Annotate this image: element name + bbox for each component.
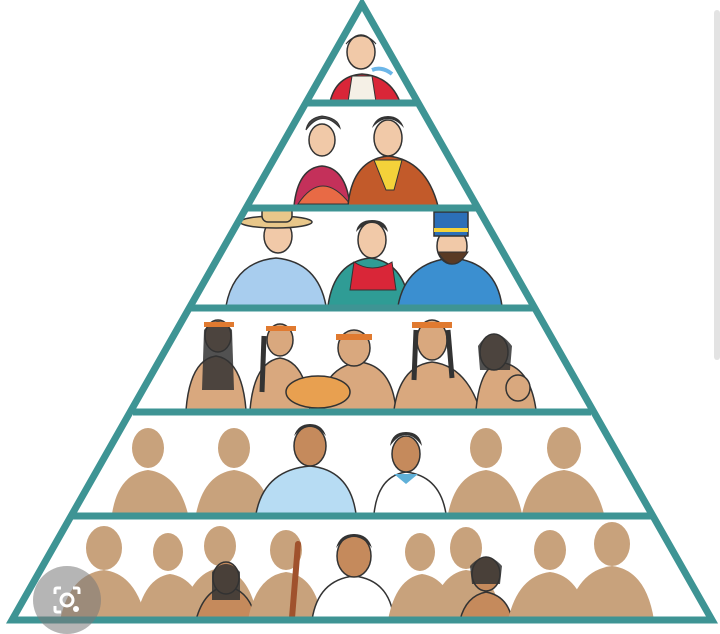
pyramid-outline	[5, 0, 719, 624]
figure-native-man	[393, 319, 482, 411]
figure-bearded-man	[397, 211, 503, 307]
silhouette-6-7	[508, 530, 588, 620]
tier-4	[185, 319, 537, 411]
tier-dividers	[73, 99, 651, 520]
tier-3	[225, 205, 503, 307]
figure-man-light-blue-shirt	[255, 424, 357, 515]
scrollbar[interactable]	[714, 10, 720, 360]
silhouette-5-1	[112, 428, 188, 514]
silhouette-6-8	[566, 522, 654, 620]
figure-native-elder-with-bowl	[285, 329, 397, 411]
tier-5	[112, 424, 604, 515]
figure-man-red-scarf	[327, 220, 411, 307]
figure-woman-with-fan	[293, 115, 352, 207]
silhouette-5-4	[522, 427, 604, 514]
lens-search-button[interactable]	[33, 566, 101, 634]
figure-man-with-staff	[289, 534, 395, 620]
tier-2	[293, 115, 439, 207]
figure-woman-white-shirt	[373, 432, 447, 515]
figure-native-mother-with-child	[475, 333, 537, 411]
figure-man-with-scarf	[347, 116, 439, 207]
tier-1	[329, 34, 402, 103]
silhouette-5-3	[448, 428, 522, 514]
camera-search-icon	[53, 586, 81, 614]
figure-native-woman-1	[185, 319, 247, 411]
tier-6	[60, 522, 654, 620]
figure-kneeling-woman	[459, 556, 513, 620]
silhouette-5-2	[196, 428, 272, 514]
figure-clergyman	[329, 34, 402, 103]
figure-man-straw-hat	[225, 205, 327, 307]
silhouette-6-4	[248, 530, 322, 620]
